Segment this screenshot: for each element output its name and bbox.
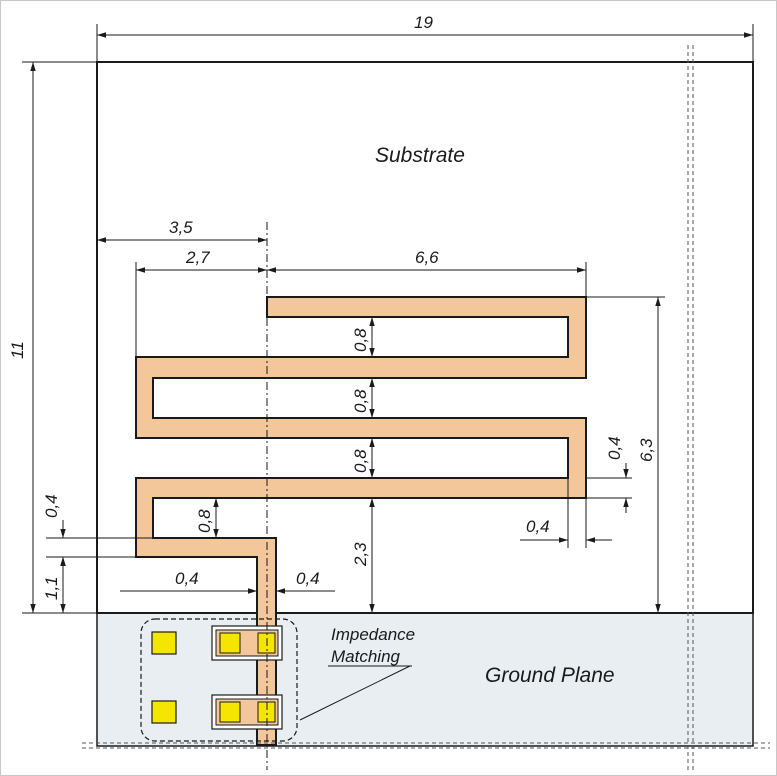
component-pad-top-a xyxy=(219,632,241,654)
dim-label-6-3: 6,3 xyxy=(637,438,656,462)
dim-label-0-8-c: 0,8 xyxy=(351,449,370,473)
impedance-matching-region xyxy=(140,618,298,742)
ground-plane xyxy=(96,612,754,747)
dim-label-0-4-left-vertical: 0,4 xyxy=(42,494,61,518)
dim-label-2-7: 2,7 xyxy=(185,248,210,267)
meander-trace xyxy=(135,296,587,746)
dim-label-0-8-d: 0,8 xyxy=(195,509,214,533)
component-pad-bottom-left xyxy=(151,700,177,724)
impedance-label-line1: Impedance xyxy=(331,625,415,644)
dim-label-height: 11 xyxy=(8,341,27,359)
dim-label-0-4-right: 0,4 xyxy=(605,436,624,460)
dim-label-1-1: 1,1 xyxy=(42,576,61,600)
component-pad-top-left xyxy=(151,631,177,655)
ground-plane-label: Ground Plane xyxy=(485,664,615,687)
dim-label-3-5: 3,5 xyxy=(169,218,193,237)
dim-label-0-4-feed-right: 0,4 xyxy=(296,569,320,588)
dim-label-2-3: 2,3 xyxy=(351,542,370,567)
impedance-leader-line xyxy=(299,665,411,721)
dim-label-6-6: 6,6 xyxy=(415,248,439,267)
dim-label-0-4-feed-left: 0,4 xyxy=(175,569,199,588)
substrate-board xyxy=(96,61,754,614)
dim-label-0-8-a: 0,8 xyxy=(351,328,370,352)
substrate-label: Substrate xyxy=(375,144,465,167)
dim-label-0-4-bottom-right: 0,4 xyxy=(526,517,550,536)
dim-label-0-8-b: 0,8 xyxy=(351,389,370,413)
dim-label-width: 19 xyxy=(414,13,433,32)
impedance-label-line2: Matching xyxy=(331,647,401,666)
component-pad-bottom-a xyxy=(219,701,241,723)
